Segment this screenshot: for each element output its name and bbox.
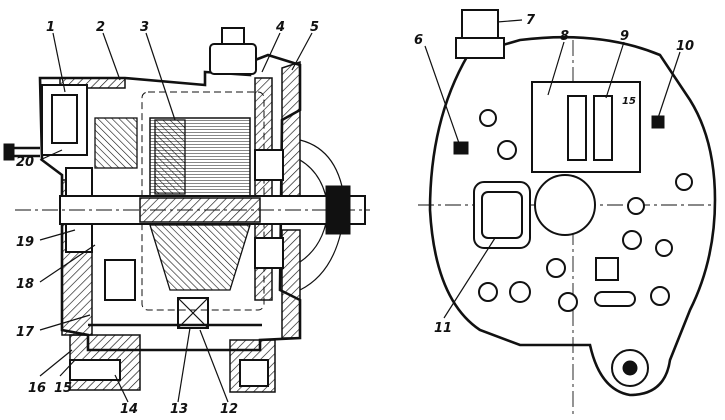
- regulator-nut: [651, 115, 665, 129]
- callout-19: 19: [16, 235, 34, 250]
- terminal-nut: [3, 143, 15, 161]
- callout-13: 13: [170, 402, 188, 417]
- callout-5: 5: [310, 20, 319, 35]
- rectifier-block: [104, 259, 136, 301]
- rotor-pole: [154, 119, 186, 195]
- callout-11: 11: [434, 321, 452, 336]
- callout-3: 3: [140, 20, 149, 35]
- cross-section-view: [3, 27, 370, 393]
- callout-20: 20: [16, 155, 34, 170]
- right-leaders: [424, 19, 681, 319]
- foot-bushing: [69, 359, 121, 381]
- left-leaders: [39, 32, 313, 403]
- top-bolt-lug: [209, 43, 257, 75]
- callout-6: 6: [414, 33, 423, 48]
- vent-hole-3: [558, 292, 578, 312]
- inner-label-15: 15: [622, 96, 636, 107]
- callout-9: 9: [620, 29, 629, 44]
- right-callouts: 6 7 8 9 10 11: [414, 13, 694, 336]
- screw-right: [675, 173, 693, 191]
- callout-15: 15: [54, 381, 72, 396]
- front-foot-bore: [239, 359, 269, 387]
- regulator-slot-2: [593, 95, 613, 161]
- brush-holder: [94, 117, 138, 169]
- bearing-bore: [534, 174, 596, 236]
- callout-12: 12: [220, 402, 238, 417]
- vent-hole-2: [546, 258, 566, 278]
- claw-pole-lower: [149, 224, 251, 291]
- callout-10: 10: [676, 39, 694, 54]
- rear-bearing-upper: [65, 167, 93, 197]
- rear-end-view: 15: [418, 9, 717, 415]
- screw-upper-left: [479, 109, 497, 127]
- vent-hole-6: [627, 197, 645, 215]
- brush-holder-inner: [481, 191, 523, 239]
- front-bearing-lower: [254, 237, 284, 269]
- callout-16: 16: [28, 381, 46, 396]
- left-callouts: 1 2 3 4 5 20 19 18 17 16 15 14 13 12: [16, 20, 319, 417]
- callout-4: 4: [275, 20, 285, 35]
- screw-lower-right: [650, 286, 670, 306]
- mounting-ear-bore: [622, 360, 638, 376]
- connector-block: [453, 141, 469, 155]
- callout-7: 7: [526, 13, 536, 28]
- terminal-base: [455, 37, 505, 59]
- regulator-slot-1: [567, 95, 587, 161]
- callout-14: 14: [120, 402, 138, 417]
- rear-bearing-lower: [65, 223, 93, 253]
- capacitor-terminal: [497, 140, 517, 160]
- front-bearing-upper: [254, 149, 284, 181]
- output-terminal-bolt: [461, 9, 499, 41]
- rear-housing-outline: [428, 35, 717, 397]
- top-bolt-head: [221, 27, 245, 45]
- regulator-inner: [51, 94, 78, 144]
- vent-hole-5: [655, 239, 673, 257]
- square-terminal: [595, 257, 619, 281]
- screw-lower-left: [478, 282, 498, 302]
- callout-17: 17: [16, 325, 35, 340]
- callout-18: 18: [16, 277, 34, 292]
- slot-hole: [594, 291, 636, 307]
- vent-hole-4: [622, 230, 642, 250]
- callout-8: 8: [560, 29, 569, 44]
- callout-1: 1: [46, 20, 55, 35]
- callout-2: 2: [96, 20, 105, 35]
- vent-hole-1: [509, 281, 531, 303]
